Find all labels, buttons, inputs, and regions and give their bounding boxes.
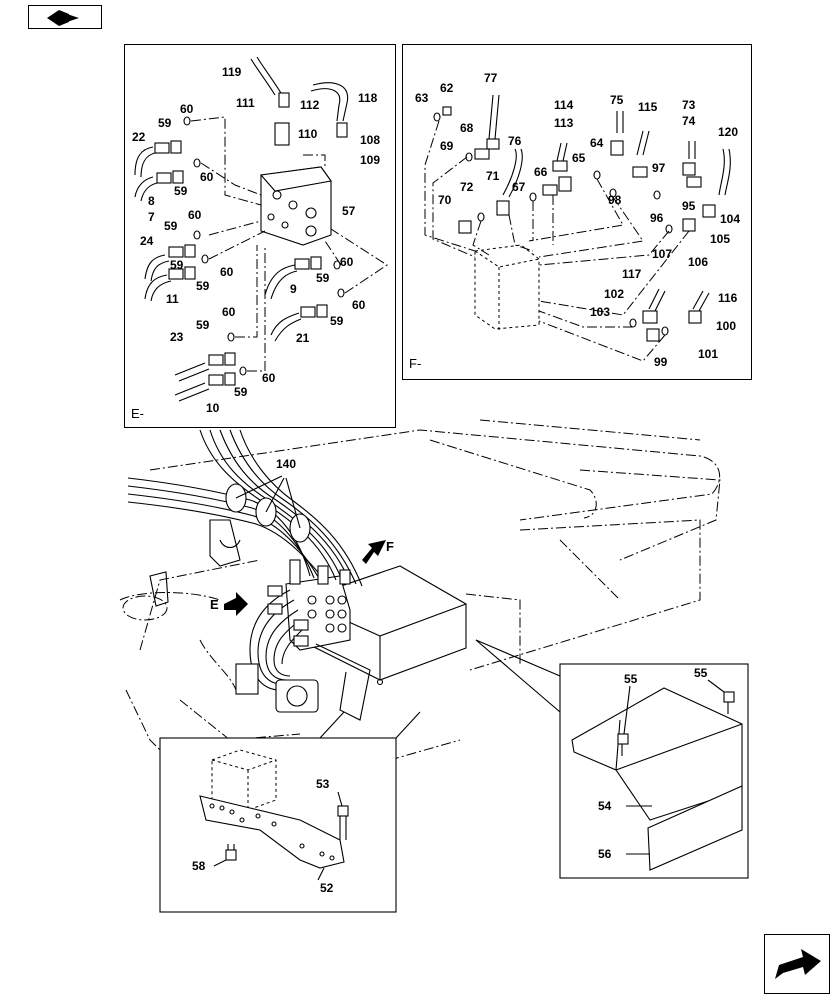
detail-panel-f: F- <box>402 44 752 380</box>
callout-f-6: 73 <box>682 98 696 112</box>
callout-main-0: 140 <box>276 457 297 471</box>
callout-e-24: 60 <box>340 255 354 269</box>
callout-e-31: 60 <box>262 371 276 385</box>
callout-e-12: 59 <box>174 184 188 198</box>
next-page-button[interactable] <box>764 934 830 994</box>
callout-f-28: 117 <box>622 267 642 281</box>
callout-detail-2: 54 <box>598 799 612 813</box>
callout-f-0: 63 <box>415 91 429 105</box>
callout-f-29: 102 <box>604 287 625 301</box>
callout-e-29: 60 <box>222 305 236 319</box>
callout-f-5: 115 <box>638 100 658 114</box>
arrow-e-label: E <box>210 597 219 612</box>
callout-f-30: 116 <box>718 291 738 305</box>
callout-f-20: 70 <box>438 193 452 207</box>
callout-f-34: 101 <box>698 347 719 361</box>
arrow-f-label: F <box>386 539 394 554</box>
callout-e-3: 118 <box>358 91 378 105</box>
callout-detail-0: 55 <box>624 672 638 686</box>
callout-f-19: 97 <box>652 161 666 175</box>
callout-e-18: 59 <box>170 258 184 272</box>
callout-e-5: 110 <box>298 127 318 141</box>
callout-f-13: 64 <box>590 136 604 150</box>
callout-e-17: 24 <box>140 234 154 248</box>
valve-block-f-drawing <box>424 94 731 362</box>
callout-f-11: 76 <box>508 134 522 148</box>
callout-e-6: 108 <box>360 133 381 147</box>
callout-e-26: 59 <box>330 314 344 328</box>
valve-block-e-drawing <box>134 56 388 402</box>
callout-e-33: 59 <box>234 385 248 399</box>
callout-f-12: 69 <box>440 139 454 153</box>
callout-f-10: 120 <box>718 125 739 139</box>
callout-detail-5: 58 <box>192 859 206 873</box>
callout-e-27: 23 <box>170 330 184 344</box>
callout-e-30: 21 <box>296 331 310 345</box>
callout-f-1: 62 <box>440 81 454 95</box>
callout-f-32: 100 <box>716 319 737 333</box>
callout-f-31: 103 <box>590 305 611 319</box>
callout-f-9: 74 <box>682 114 696 128</box>
callout-detail-4: 53 <box>316 777 330 791</box>
callout-e-16: 60 <box>188 208 202 222</box>
callout-f-15: 65 <box>572 151 586 165</box>
callout-detail-6: 52 <box>320 881 334 895</box>
callout-e-21: 59 <box>196 279 210 293</box>
callout-f-16: 72 <box>460 180 474 194</box>
detail-panel-e: E- <box>124 44 396 428</box>
callout-e-20: 11 <box>166 292 179 306</box>
callout-f-22: 95 <box>682 199 696 213</box>
callout-f-25: 107 <box>652 247 673 261</box>
callout-f-21: 98 <box>608 193 622 207</box>
callout-detail-3: 56 <box>598 847 612 861</box>
callout-e-9: 59 <box>158 116 172 130</box>
callout-e-2: 112 <box>300 98 320 112</box>
callout-e-28: 59 <box>196 318 210 332</box>
callout-f-33: 99 <box>654 355 668 369</box>
callout-e-22: 9 <box>290 282 297 296</box>
callout-f-24: 104 <box>720 212 741 226</box>
callout-f-17: 71 <box>486 169 500 183</box>
callout-e-14: 57 <box>342 204 356 218</box>
callout-f-7: 68 <box>460 121 474 135</box>
callout-f-23: 96 <box>650 211 664 225</box>
callout-e-7: 109 <box>360 153 381 167</box>
callout-f-14: 66 <box>534 165 548 179</box>
callout-f-26: 105 <box>710 232 731 246</box>
callout-e-4: 60 <box>180 102 194 116</box>
callout-e-15: 59 <box>164 219 178 233</box>
callout-f-18: 67 <box>512 180 526 194</box>
callout-e-0: 119 <box>222 65 242 79</box>
callout-e-8: 22 <box>132 130 146 144</box>
panel-e-label: E- <box>131 406 144 421</box>
callout-e-10: 60 <box>200 170 214 184</box>
callout-e-25: 60 <box>352 298 366 312</box>
callout-e-11: 8 <box>148 194 155 208</box>
panel-f-label: F- <box>409 356 422 371</box>
callout-f-8: 113 <box>554 116 574 130</box>
callout-f-3: 114 <box>554 98 574 112</box>
callout-e-32: 10 <box>206 401 220 415</box>
callout-f-4: 75 <box>610 93 624 107</box>
callout-e-19: 60 <box>220 265 234 279</box>
arrow-right-icon <box>775 949 821 979</box>
callout-e-1: 111 <box>236 96 255 110</box>
callout-f-2: 77 <box>484 71 498 85</box>
callout-detail-1: 55 <box>694 666 708 680</box>
prev-page-button[interactable] <box>28 5 102 29</box>
book-arrow-icon <box>47 10 79 26</box>
callout-f-27: 106 <box>688 255 709 269</box>
callout-e-13: 7 <box>148 210 155 224</box>
callout-e-23: 59 <box>316 271 330 285</box>
